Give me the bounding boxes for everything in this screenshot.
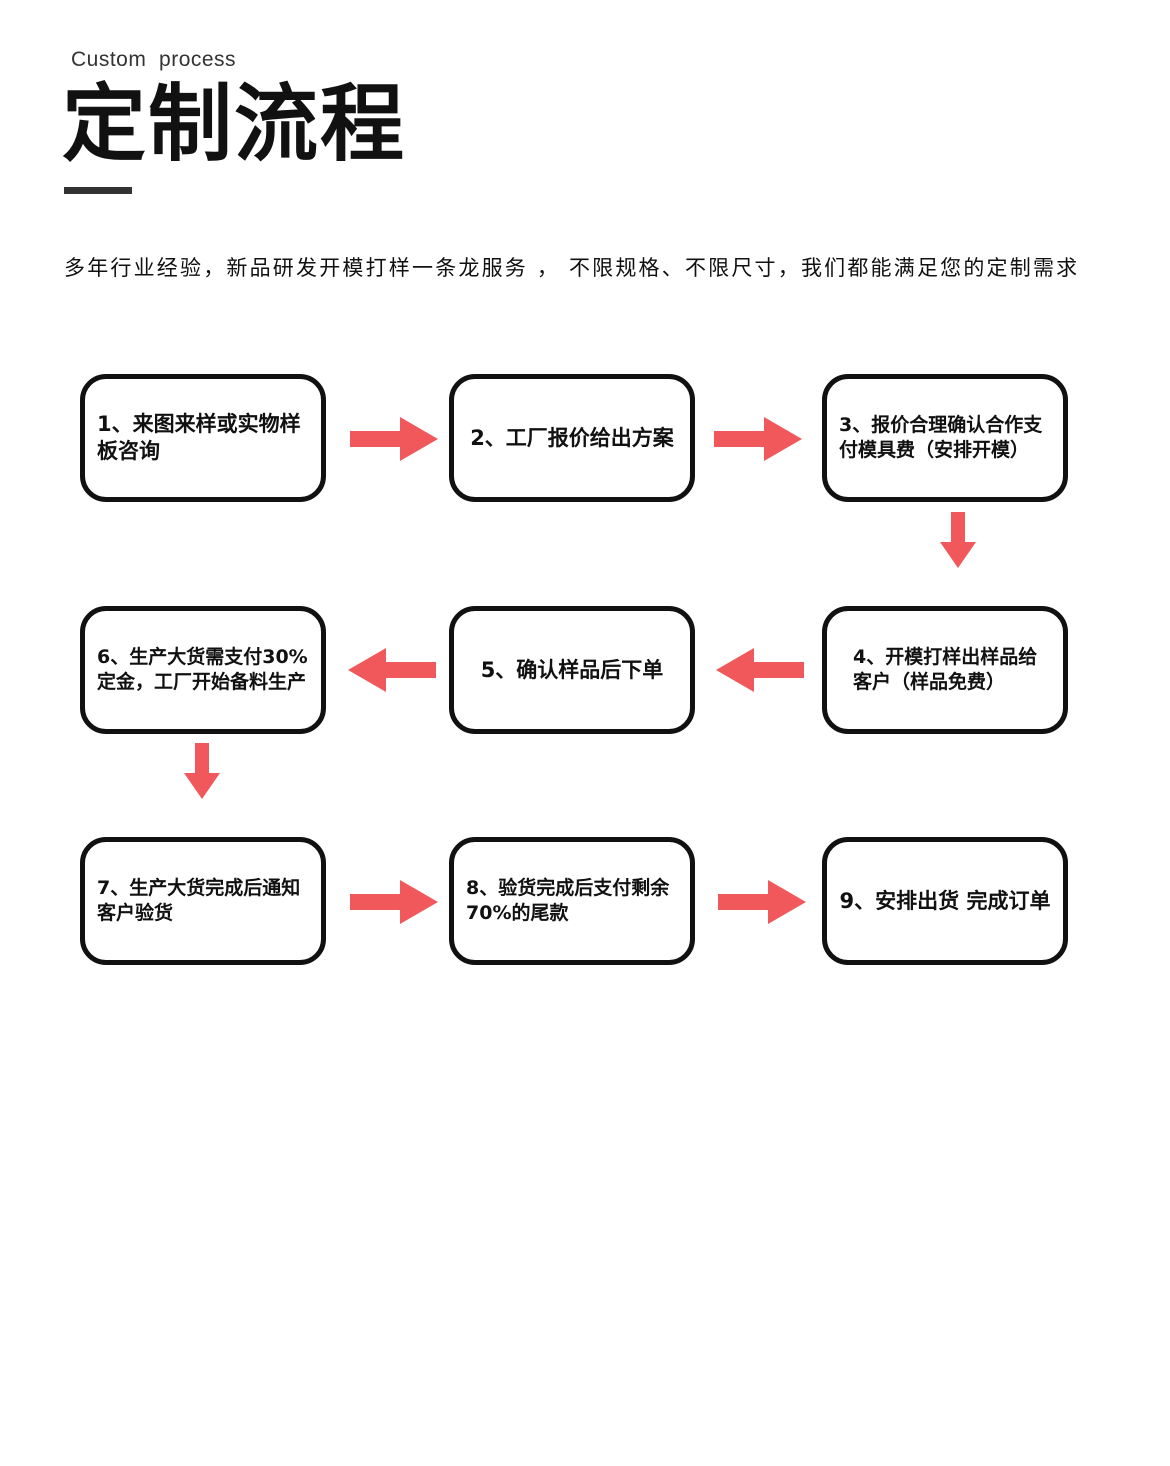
step-6-label: 6、生产大货需支付30%定金，工厂开始备料生产 [97,646,308,693]
step-5-box: 5、确认样品后下单 [449,606,695,734]
step-7-label: 7、生产大货完成后通知客户验货 [97,877,301,924]
intro-text: 多年行业经验，新品研发开模打样一条龙服务 ， 不限规格、不限尺寸，我们都能满足您… [64,256,1080,280]
arrow-right-2-3-icon [714,417,802,461]
step-6-box: 6、生产大货需支付30%定金，工厂开始备料生产 [80,606,326,734]
arrow-left-4-5-icon [716,648,804,692]
arrow-left-5-6-icon [348,648,436,692]
subtitle-english: Custom process [71,48,237,71]
step-5-label: 5、确认样品后下单 [480,657,664,682]
title-underline [64,187,132,194]
step-7-box: 7、生产大货完成后通知客户验货 [80,837,326,965]
step-2-label: 2、工厂报价给出方案 [470,425,674,450]
step-1-label: 1、来图来样或实物样板咨询 [97,412,301,463]
step-3-box: 3、报价合理确认合作支付模具费（安排开模） [822,374,1068,502]
arrow-right-8-9-icon [718,880,806,924]
step-3-label: 3、报价合理确认合作支付模具费（安排开模） [839,414,1043,461]
step-1-box: 1、来图来样或实物样板咨询 [80,374,326,502]
step-4-box: 4、开模打样出样品给客户（样品免费） [822,606,1068,734]
arrow-right-7-8-icon [350,880,438,924]
step-8-box: 8、验货完成后支付剩余70%的尾款 [449,837,695,965]
step-9-label: 9、安排出货 完成订单 [839,888,1051,913]
step-8-label: 8、验货完成后支付剩余70%的尾款 [466,877,670,924]
step-2-box: 2、工厂报价给出方案 [449,374,695,502]
page-title: 定制流程 [62,75,407,173]
step-4-label: 4、开模打样出样品给客户（样品免费） [853,646,1038,693]
step-9-box: 9、安排出货 完成订单 [822,837,1068,965]
arrow-down-6-7-icon [184,743,220,799]
arrow-down-3-4-icon [940,512,976,568]
arrow-right-1-2-icon [350,417,438,461]
